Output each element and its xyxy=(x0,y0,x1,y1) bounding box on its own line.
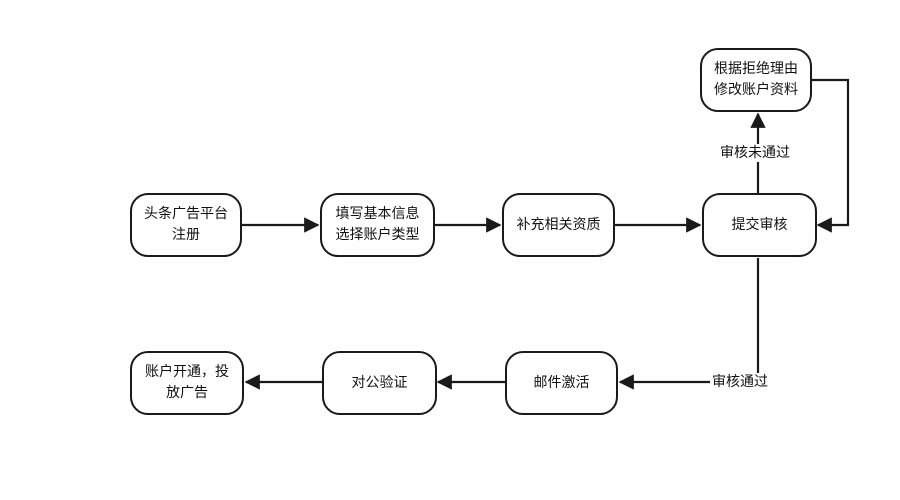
node-email: 邮件激活 xyxy=(505,351,618,415)
node-fill-info-label: 填写基本信息 选择账户类型 xyxy=(335,206,420,243)
node-modify-label: 根据拒绝理由 修改账户资料 xyxy=(714,61,798,98)
node-supplement: 补充相关资质 xyxy=(502,193,615,257)
node-verify: 对公验证 xyxy=(322,351,437,415)
edge-label-rejected: 审核未通过 xyxy=(718,144,792,162)
edge-submit-to-email xyxy=(618,258,760,390)
node-email-label: 邮件激活 xyxy=(533,374,590,391)
node-fill-info: 填写基本信息 选择账户类型 xyxy=(320,193,435,257)
edge-modify-to-submit xyxy=(812,78,850,233)
node-submit-label: 提交审核 xyxy=(731,216,788,233)
edge-label-approved: 审核通过 xyxy=(710,373,770,391)
node-open: 账户开通，投 放广告 xyxy=(130,351,244,415)
node-verify-label: 对公验证 xyxy=(351,374,408,391)
node-open-label: 账户开通，投 放广告 xyxy=(145,364,229,401)
node-register: 头条广告平台 注册 xyxy=(130,193,242,257)
node-supplement-label: 补充相关资质 xyxy=(516,216,601,233)
node-register-label: 头条广告平台 注册 xyxy=(144,206,228,243)
node-modify: 根据拒绝理由 修改账户资料 xyxy=(700,48,812,112)
node-submit: 提交审核 xyxy=(702,193,817,257)
